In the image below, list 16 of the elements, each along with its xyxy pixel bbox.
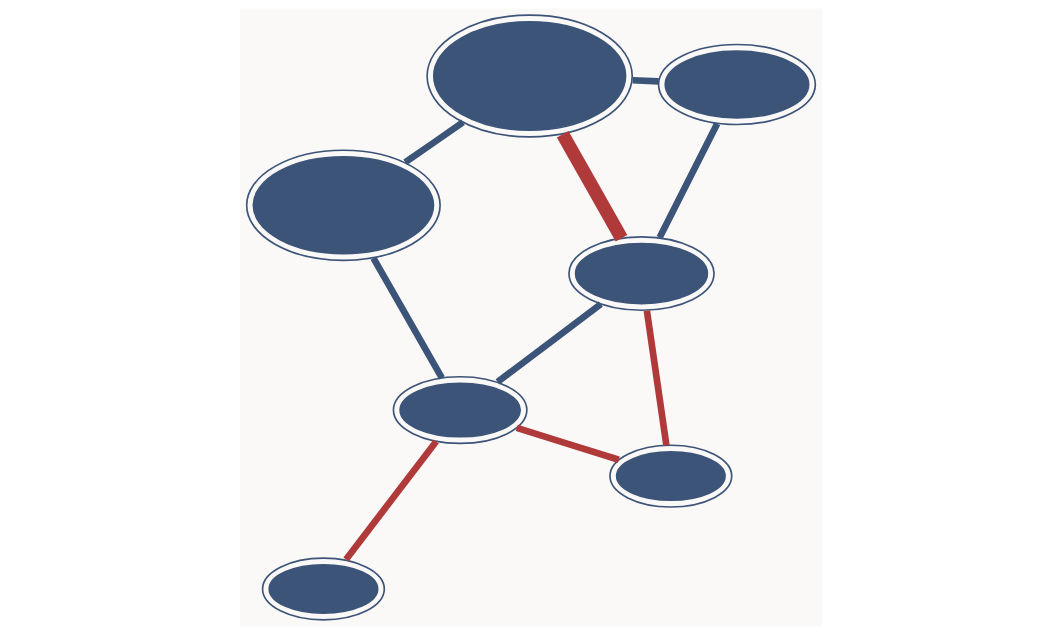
node-circle (608, 444, 733, 508)
connector (495, 301, 603, 385)
node-circle (425, 14, 633, 138)
node-circle (657, 43, 816, 126)
connector (402, 119, 465, 166)
connector (370, 256, 445, 380)
connector (632, 76, 659, 85)
connector (643, 310, 670, 446)
node-circle (261, 557, 385, 621)
connector (342, 439, 439, 562)
node-circle (392, 375, 528, 445)
connector (515, 424, 620, 463)
connector (656, 122, 720, 240)
node-circle (245, 149, 441, 262)
node-circle (567, 236, 715, 312)
connector (556, 131, 627, 242)
